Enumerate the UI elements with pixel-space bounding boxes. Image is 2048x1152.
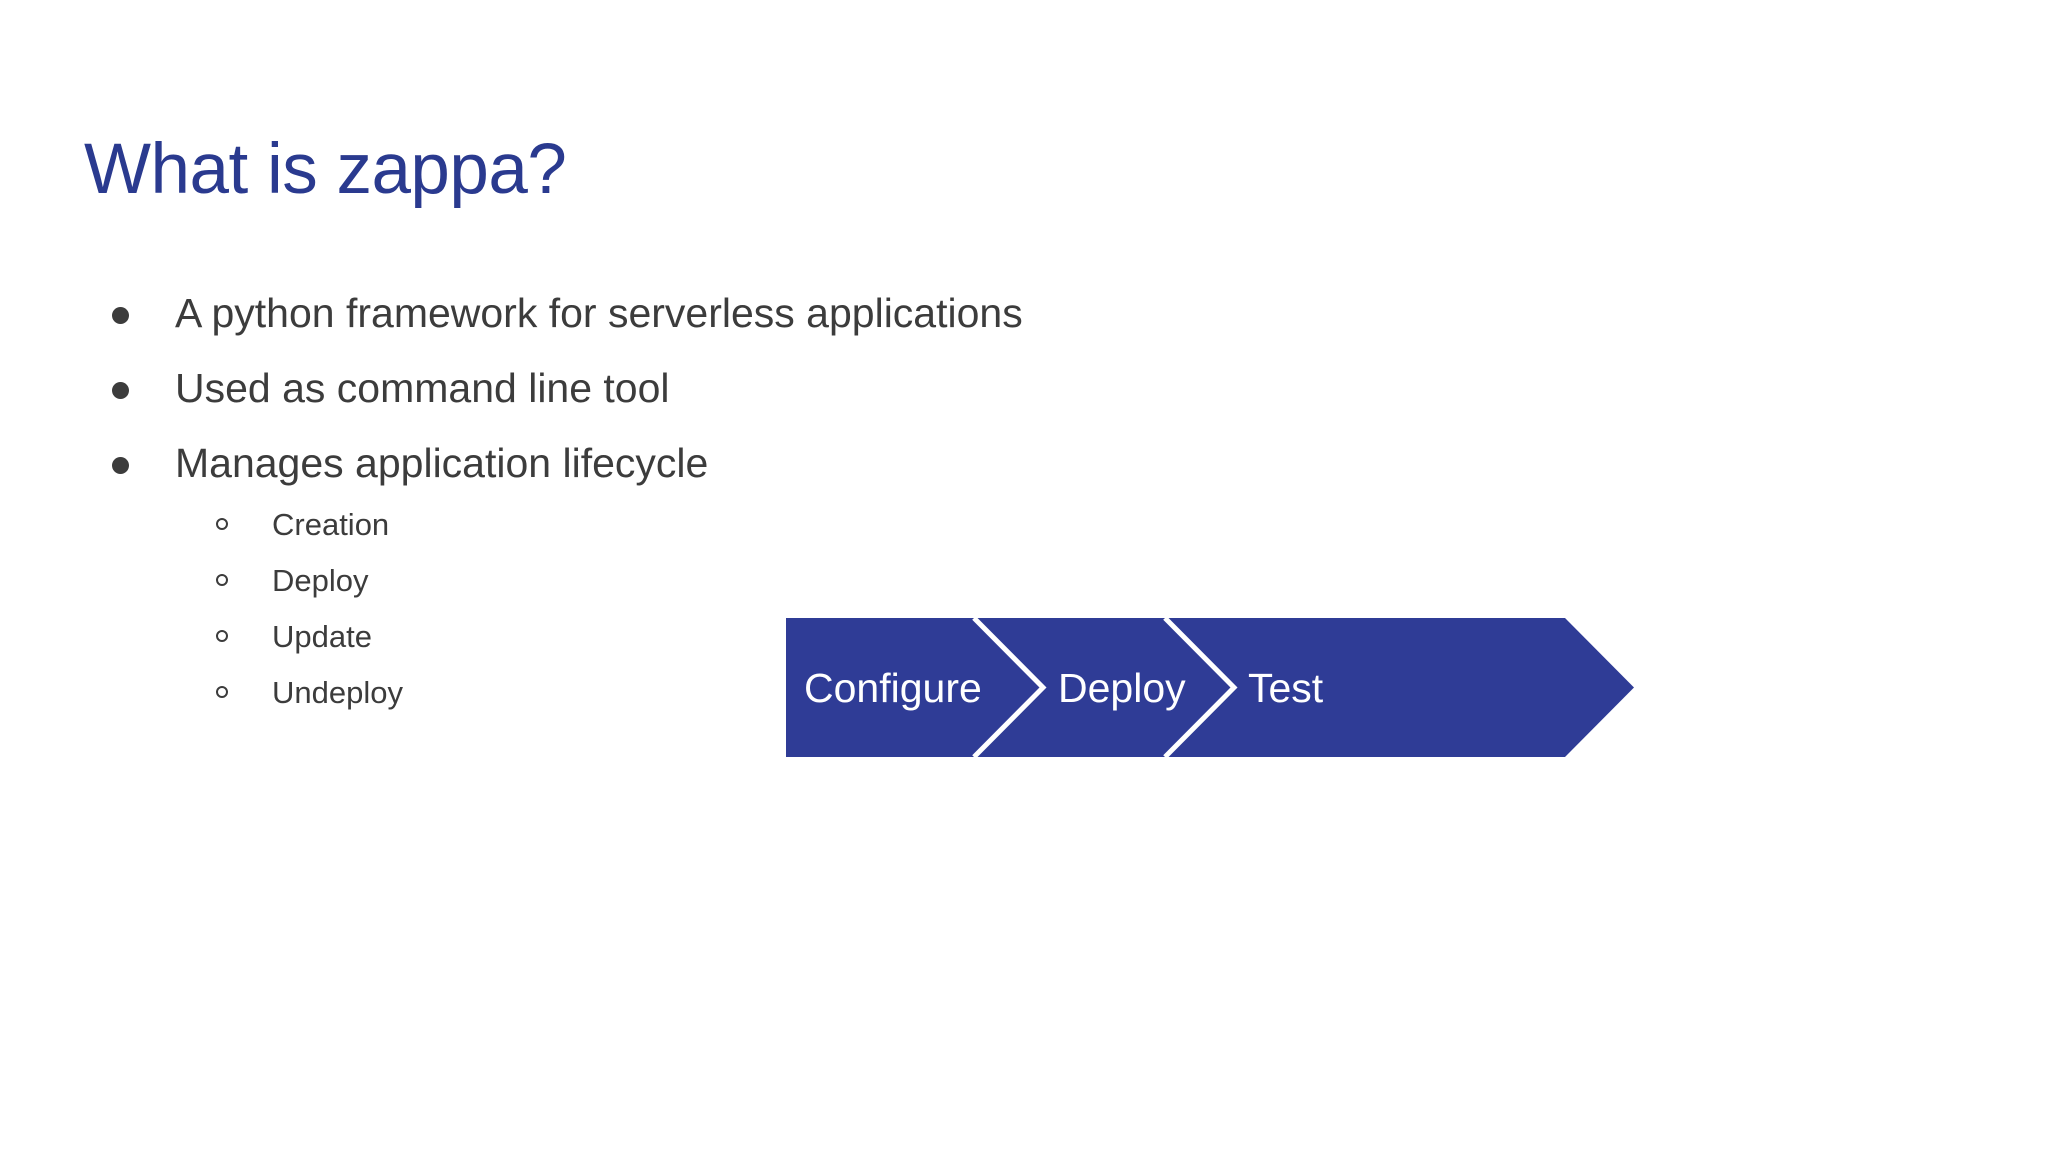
- list-item-label: Used as command line tool: [175, 365, 670, 411]
- list-item: Manages application lifecycle: [100, 428, 1023, 503]
- bullet-dot-icon: [100, 357, 175, 428]
- list-item-label: Deploy: [272, 563, 369, 598]
- bullet-dot-icon: [100, 282, 175, 353]
- bullet-circle-icon: [208, 497, 272, 553]
- chevron-separator-icon: [1163, 618, 1238, 757]
- list-item-label: Creation: [272, 507, 390, 542]
- sub-bullet-list: Creation Deploy Update Undeploy: [208, 497, 403, 721]
- bullet-circle-icon: [208, 553, 272, 609]
- bullet-circle-icon: [208, 609, 272, 665]
- process-step-label-test: Test: [1248, 665, 1324, 711]
- bullet-dot-icon: [100, 432, 175, 503]
- main-bullet-list: A python framework for serverless applic…: [100, 278, 1023, 503]
- chevron-separator-icon: [972, 618, 1047, 757]
- list-item: Used as command line tool: [100, 353, 1023, 428]
- list-item: Deploy: [208, 553, 403, 609]
- list-item-label: Update: [272, 619, 372, 654]
- list-item: A python framework for serverless applic…: [100, 278, 1023, 353]
- process-arrow-shape: [786, 618, 1634, 757]
- list-item: Update: [208, 609, 403, 665]
- list-item: Creation: [208, 497, 403, 553]
- list-item: Undeploy: [208, 665, 403, 721]
- list-item-label: Undeploy: [272, 675, 403, 710]
- list-item-label: Manages application lifecycle: [175, 440, 709, 486]
- process-step-label-configure: Configure: [804, 665, 982, 711]
- bullet-circle-icon: [208, 665, 272, 721]
- process-flow-diagram: Configure Deploy Test: [786, 618, 1634, 757]
- page-title: What is zappa?: [84, 129, 567, 209]
- process-step-label-deploy: Deploy: [1058, 665, 1186, 711]
- list-item-label: A python framework for serverless applic…: [175, 290, 1023, 336]
